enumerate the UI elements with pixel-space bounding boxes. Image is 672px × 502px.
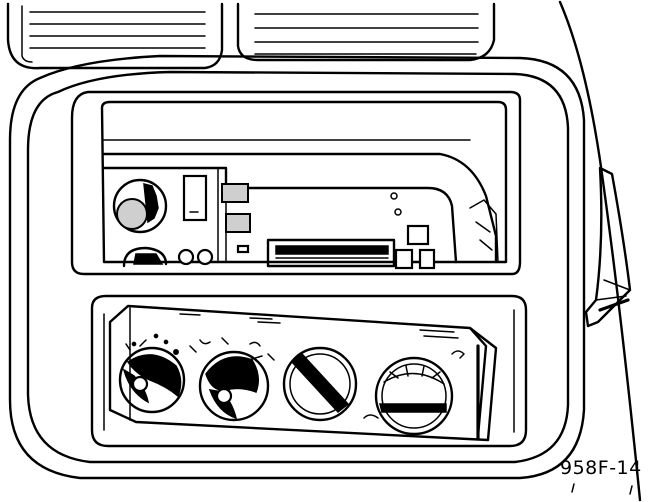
figure-label: 958F-14 (560, 457, 642, 479)
label-tick (571, 483, 633, 495)
radio-round-buttons[interactable] (177, 248, 214, 266)
center-bezel (8, 54, 586, 480)
air-outlet-knob[interactable] (374, 356, 454, 436)
side-console-trim (584, 166, 632, 328)
panel-top-slots (179, 313, 459, 339)
temperature-knob[interactable] (282, 346, 358, 422)
fan-speed-marks (131, 333, 179, 355)
mode-selector-icons (189, 337, 275, 361)
mode-selector-knob[interactable] (198, 350, 270, 422)
climate-control-panel (108, 304, 498, 442)
dash-edge-line (558, 0, 642, 502)
center-air-vent (236, 2, 496, 62)
radio-volume-knob[interactable] (112, 178, 168, 234)
radio-opening (70, 90, 522, 276)
radio-tuning-knob[interactable] (122, 246, 168, 268)
radio-eject-button[interactable] (182, 174, 208, 222)
recirculation-icons (363, 350, 465, 419)
fan-speed-knob[interactable] (118, 339, 186, 414)
left-air-vent (6, 2, 224, 70)
radio-rocker-buttons[interactable] (221, 183, 251, 254)
cassette-slot (266, 238, 396, 268)
radio-side-slot (469, 199, 499, 263)
climate-opening (90, 294, 528, 448)
radio-right-buttons[interactable] (390, 192, 436, 270)
